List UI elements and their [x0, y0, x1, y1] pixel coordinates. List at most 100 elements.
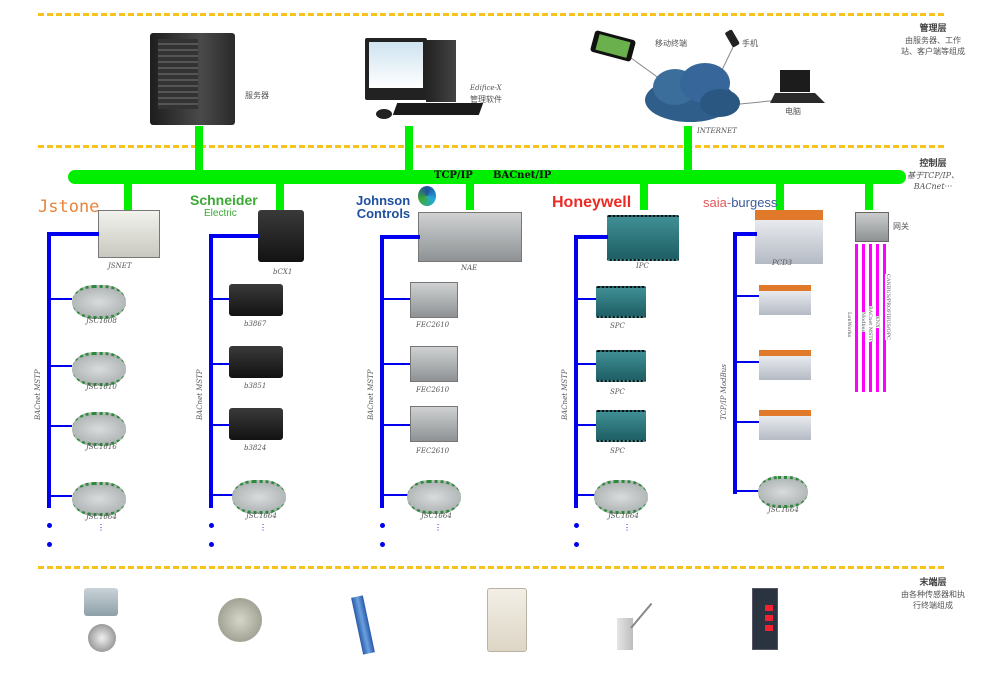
branch [212, 363, 230, 365]
branch [736, 421, 760, 423]
bcx1-label: bCX1 [273, 268, 293, 276]
saia-io-module-icon [759, 285, 811, 315]
fec2610-icon [410, 282, 458, 318]
device-label: b3851 [244, 382, 267, 390]
protocol-label: Modbus [860, 312, 866, 333]
jsc1664-icon [232, 480, 286, 514]
branch [50, 495, 72, 497]
backbone-label-tcpip: TCP/IP [434, 170, 473, 181]
device-label: FEC2610 [416, 321, 450, 329]
ellipsis: ⋮ [623, 523, 631, 532]
ellipsis: ⋮ [97, 523, 105, 532]
johnson-downlink [466, 184, 474, 210]
jsnet-controller-icon [98, 210, 160, 258]
fec2610-icon [410, 346, 458, 382]
digital-display-meter-icon [752, 588, 778, 650]
spc-icon [596, 286, 646, 318]
bcx1-controller-icon [258, 210, 304, 262]
jsc1664-icon [407, 480, 461, 514]
branch [383, 298, 411, 300]
b3851-icon [229, 346, 283, 378]
cloud-icon [645, 63, 740, 122]
protocol-line [855, 244, 858, 392]
device-label: b3824 [244, 444, 267, 452]
johnson-swirl-icon [418, 186, 436, 206]
device-label: JSC1664 [768, 506, 799, 514]
johnson-bus-top [380, 235, 420, 239]
nae-label: NAE [461, 264, 478, 272]
ellipsis: ⋮ [259, 523, 267, 532]
branch [736, 295, 760, 297]
protocol-gateway-icon [855, 212, 889, 242]
phone-icon [725, 29, 740, 48]
jsc1664-icon [758, 476, 808, 508]
pcd3-controller-icon [755, 210, 823, 264]
branch [577, 363, 597, 365]
b3867-icon [229, 284, 283, 316]
electric-valve-icon [82, 588, 122, 656]
schneider-logo: Schneider Electric [190, 193, 258, 220]
server-icon [150, 33, 235, 125]
branch [212, 424, 230, 426]
jsnet-label: JSNET [108, 262, 132, 270]
b3824-icon [229, 408, 283, 440]
saia-modbus-bus [733, 232, 737, 494]
saia-logo-part2: burgess [731, 195, 778, 210]
honeywell-bus-label: BACnet MSTP [561, 369, 569, 420]
field-layer-note: 末端层 由各种传感器和执行终端组成 [893, 578, 973, 611]
internet-label: INTERNET [697, 127, 737, 135]
management-layer-desc: 由服务器、工作站、客户端等组成 [901, 36, 965, 56]
jsc1664-icon [594, 480, 648, 514]
field-layer-desc: 由各种传感器和执行终端组成 [901, 590, 965, 610]
tcpip-bacnet-backbone [68, 170, 906, 184]
schneider-bus-top [209, 234, 259, 238]
ipc-controller-icon [607, 215, 679, 261]
laptop-label: 电脑 [785, 107, 801, 116]
pcd3-label: PCD3 [772, 259, 793, 267]
protocol-label: CANBUS/PROFIBUS/OPC [885, 274, 891, 340]
jstone-logo: Jstone [38, 197, 100, 217]
device-label: JSC1664 [608, 512, 639, 520]
workstation-tower-icon [426, 40, 456, 102]
mobile-terminal-icon [590, 30, 636, 62]
mouse-icon [376, 109, 392, 119]
continuation-dot [574, 523, 579, 528]
continuation-dot [380, 542, 385, 547]
branch [50, 298, 72, 300]
protocol-gateway-label: 网关 [893, 222, 909, 231]
honeywell-logo: Honeywell [552, 194, 632, 211]
jsc1616-icon [72, 412, 126, 446]
schneider-logo-line2: Electric [204, 208, 237, 219]
protocol-label: BACnet MSTP [867, 306, 873, 343]
server-uplink [195, 126, 203, 172]
honeywell-downlink [640, 184, 648, 210]
device-label: JSC1664 [421, 512, 452, 520]
schneider-bus-label: BACnet MSTP [196, 369, 204, 420]
laptop-icon [770, 70, 825, 103]
workstation-uplink [405, 126, 413, 172]
jstone-mstp-bus [47, 232, 51, 508]
device-label: JSC1610 [86, 383, 117, 391]
johnson-logo-line2: Controls [356, 206, 411, 221]
branch [736, 361, 760, 363]
device-label: SPC [610, 322, 625, 330]
device-label: JSC1616 [86, 443, 117, 451]
workstation-label-1: Edifice-X [470, 84, 502, 92]
management-layer-note: 管理层 由服务器、工作站、客户端等组成 [893, 24, 973, 57]
branch [383, 494, 409, 496]
spc-icon [596, 410, 646, 442]
johnson-mstp-bus [380, 235, 384, 508]
room-sensor-icon [487, 588, 527, 652]
saia-downlink [776, 184, 784, 210]
continuation-dot [209, 542, 214, 547]
johnson-bus-label: BACnet MSTP [367, 369, 375, 420]
saia-bus-label: TCP/IP ModBus [720, 364, 728, 420]
device-label: FEC2610 [416, 447, 450, 455]
branch [577, 298, 597, 300]
phone-label: 手机 [742, 39, 758, 48]
sensor-probe [630, 602, 653, 629]
continuation-dot [47, 523, 52, 528]
honeywell-bus-top [574, 235, 608, 239]
saia-io-module-icon [759, 350, 811, 380]
protocol-label: KNX [874, 316, 880, 328]
